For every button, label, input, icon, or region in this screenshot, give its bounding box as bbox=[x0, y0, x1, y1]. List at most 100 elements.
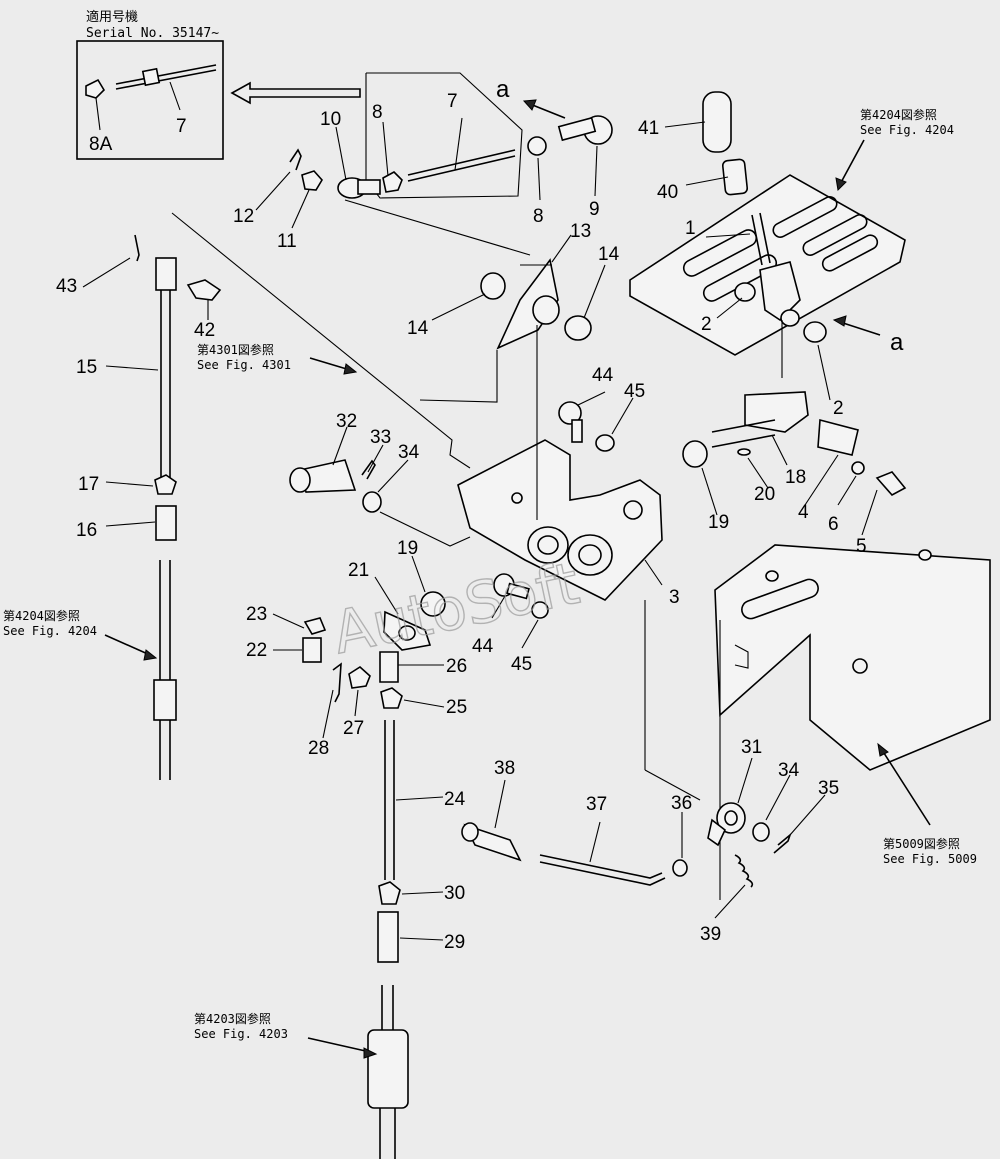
callout-22: 22 bbox=[246, 640, 267, 661]
bushing-19b bbox=[420, 591, 446, 617]
frame-body bbox=[714, 544, 991, 771]
callout-19b: 19 bbox=[397, 538, 418, 559]
center-bracket bbox=[419, 258, 809, 601]
callout-7: 7 bbox=[447, 91, 458, 112]
ref-5009-en: See Fig. 5009 bbox=[883, 852, 977, 866]
washer-34a bbox=[362, 491, 382, 513]
pin-43 bbox=[134, 234, 140, 262]
inset-label-8a: 8A bbox=[89, 134, 113, 155]
callout-12: 12 bbox=[233, 206, 254, 227]
pin-4 bbox=[817, 418, 859, 456]
callout-6: 6 bbox=[828, 514, 839, 535]
cable-boot-center bbox=[367, 1029, 409, 1109]
washer-45 bbox=[595, 434, 615, 452]
nut-17 bbox=[154, 474, 177, 495]
shaft-32-group bbox=[289, 459, 549, 619]
callout-1: 1 bbox=[685, 218, 696, 239]
callout-44a: 44 bbox=[592, 365, 614, 386]
callout-15: 15 bbox=[76, 357, 97, 378]
ref-4301-jp: 第4301図参照 bbox=[197, 342, 274, 357]
pin-35 bbox=[773, 832, 792, 854]
callout-30: 30 bbox=[444, 883, 465, 904]
callout-16: 16 bbox=[76, 520, 97, 541]
sleeve-29 bbox=[377, 911, 399, 963]
callout-37: 37 bbox=[586, 794, 607, 815]
callout-10: 10 bbox=[320, 109, 341, 130]
nut-30 bbox=[378, 881, 401, 905]
callout-18: 18 bbox=[785, 467, 806, 488]
callout-24: 24 bbox=[444, 789, 466, 810]
clevis-15 bbox=[155, 257, 177, 291]
callout-45a: 45 bbox=[624, 381, 645, 402]
lower-lever-assembly bbox=[461, 600, 792, 888]
bolt-22 bbox=[302, 637, 322, 663]
callout-3: 3 bbox=[669, 587, 680, 608]
callout-14b: 14 bbox=[598, 244, 620, 265]
callout-34b: 34 bbox=[778, 760, 800, 781]
bushing-14b bbox=[564, 315, 592, 341]
nut-36 bbox=[672, 859, 688, 877]
callout-20: 20 bbox=[754, 484, 775, 505]
bolt-5 bbox=[875, 471, 907, 497]
bushing-19 bbox=[682, 440, 708, 468]
ref-4203-en: See Fig. 4203 bbox=[194, 1027, 288, 1041]
inset-label-7: 7 bbox=[176, 116, 187, 137]
pin-42 bbox=[186, 279, 222, 301]
console-plate bbox=[629, 91, 906, 378]
ref-4204-top-en: See Fig. 4204 bbox=[860, 123, 954, 137]
callout-8b: 8 bbox=[533, 206, 544, 227]
ref-4301-en: See Fig. 4301 bbox=[197, 358, 291, 372]
ref-4204-left-en: See Fig. 4204 bbox=[3, 624, 97, 638]
callout-2b: 2 bbox=[833, 398, 844, 419]
callout-35: 35 bbox=[818, 778, 839, 799]
callout-39: 39 bbox=[700, 924, 721, 945]
callout-45b: 45 bbox=[511, 654, 532, 675]
nut-25 bbox=[380, 687, 403, 709]
right-frame bbox=[714, 418, 991, 900]
rod-37 bbox=[539, 861, 666, 886]
nut-8-right bbox=[527, 136, 547, 156]
pin-28 bbox=[332, 662, 342, 703]
callout-4: 4 bbox=[798, 502, 809, 523]
callout-9: 9 bbox=[589, 199, 600, 220]
callout-29: 29 bbox=[444, 932, 465, 953]
callout-36: 36 bbox=[671, 793, 692, 814]
bushing-2b bbox=[803, 321, 827, 343]
spring-39 bbox=[734, 854, 754, 888]
callout-17: 17 bbox=[78, 474, 99, 495]
sleeve-16 bbox=[155, 505, 177, 541]
bushing-14a bbox=[480, 272, 506, 300]
callout-23: 23 bbox=[246, 604, 267, 625]
callout-11: 11 bbox=[277, 231, 297, 252]
callout-28: 28 bbox=[308, 738, 329, 759]
ref-5009-jp: 第5009図参照 bbox=[883, 836, 960, 851]
callout-14a: 14 bbox=[407, 318, 429, 339]
callout-43: 43 bbox=[56, 276, 77, 297]
nut-11 bbox=[301, 170, 323, 191]
cable-boot-left bbox=[153, 679, 177, 721]
callout-a-top: a bbox=[496, 76, 510, 103]
leader-lines bbox=[82, 99, 931, 1059]
upper-linkage bbox=[289, 72, 613, 256]
inset-serial-text: Serial No. 35147~ bbox=[86, 26, 219, 41]
ref-4203-jp: 第4203図参照 bbox=[194, 1011, 271, 1026]
bolt-44 bbox=[558, 401, 582, 425]
callout-38: 38 bbox=[494, 758, 515, 779]
lever-knob-41 bbox=[702, 91, 732, 153]
lever-shaft bbox=[751, 214, 763, 266]
callout-33: 33 bbox=[370, 427, 391, 448]
nut-27 bbox=[348, 665, 371, 689]
figure-references: 第4204図参照 See Fig. 4204 第4301図参照 See Fig.… bbox=[3, 107, 977, 1041]
ref-4204-top-jp: 第4204図参照 bbox=[860, 107, 937, 122]
inset-arrow bbox=[230, 81, 361, 105]
key-20 bbox=[737, 448, 751, 456]
callout-40: 40 bbox=[657, 182, 678, 203]
callout-34a: 34 bbox=[398, 442, 420, 463]
pin-12 bbox=[289, 148, 302, 171]
callout-19a: 19 bbox=[708, 512, 729, 533]
callout-32: 32 bbox=[336, 411, 357, 432]
inset-box bbox=[76, 40, 224, 160]
callout-5: 5 bbox=[856, 536, 867, 557]
